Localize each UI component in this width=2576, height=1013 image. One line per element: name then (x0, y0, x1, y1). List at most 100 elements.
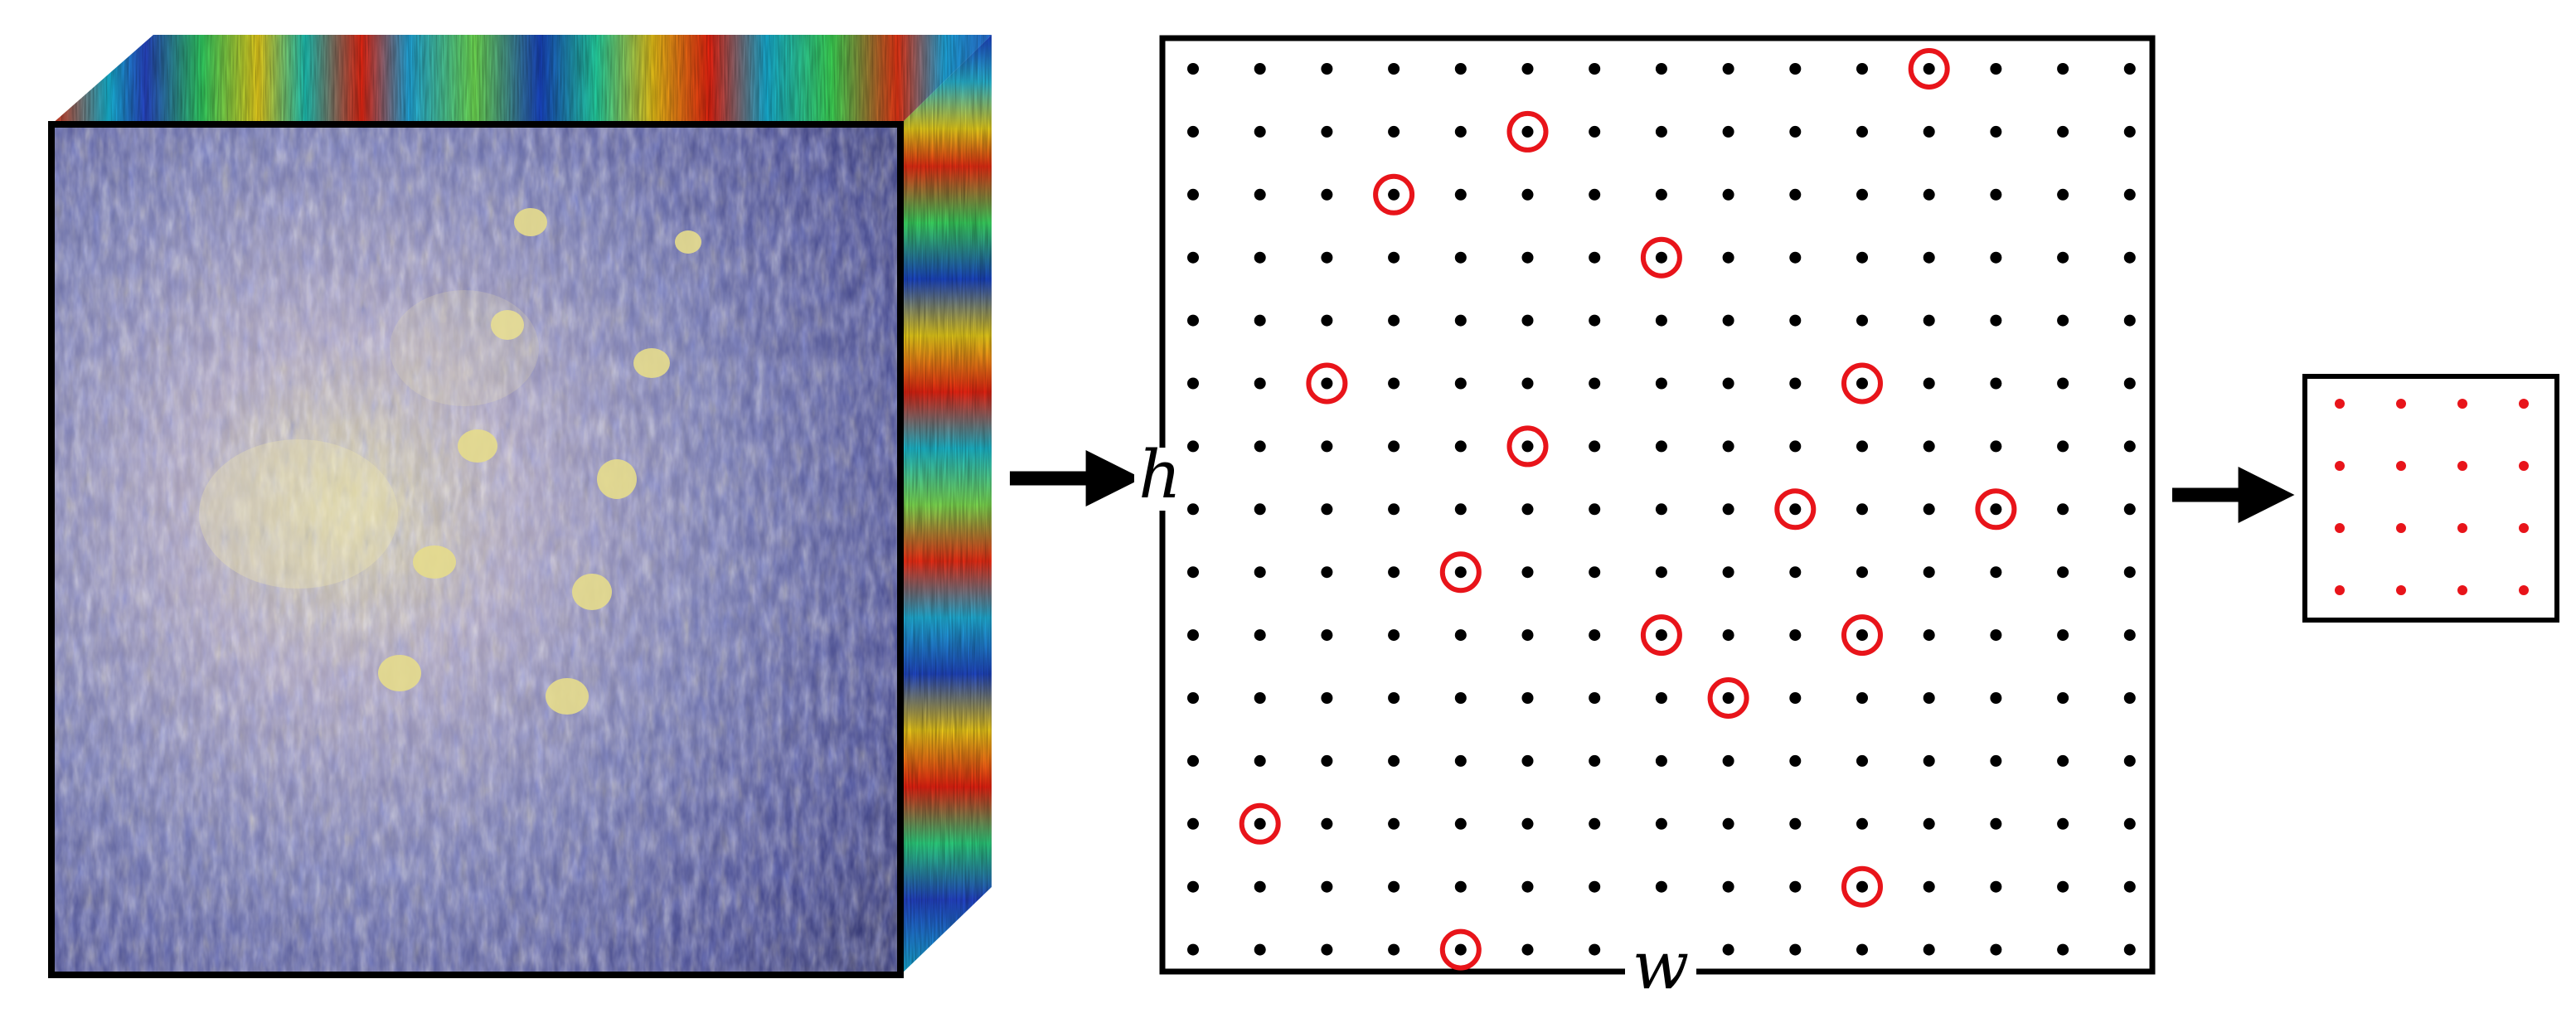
grid-point (2123, 817, 2136, 830)
grid-point (1388, 63, 1400, 75)
selected-point-ring (1841, 614, 1883, 657)
grid-point (1521, 63, 1534, 75)
grid-point (1589, 943, 1601, 956)
grid-point (1923, 63, 1935, 75)
grid-point (1321, 377, 1333, 390)
grid-point (1454, 125, 1467, 138)
grid-point (1388, 880, 1400, 893)
selected-point-ring (1439, 551, 1482, 594)
grid-point (2123, 314, 2136, 327)
grid-point (1321, 880, 1333, 893)
grid-point (1655, 629, 1667, 642)
grid-point (1254, 63, 1266, 75)
selected-point-ring (1774, 488, 1817, 531)
grid-point (1589, 440, 1601, 453)
grid-point (1856, 692, 1868, 704)
grid-point (1990, 188, 2002, 201)
grid-point (1589, 125, 1601, 138)
grid-point (1589, 817, 1601, 830)
grid-point (1856, 251, 1868, 264)
grid-point (1254, 880, 1266, 893)
hyperspectral-image-cube-icon (48, 35, 992, 978)
grid-point (2057, 63, 2069, 75)
grid-point (1923, 566, 1935, 579)
grid-point (1722, 692, 1734, 704)
grid-point (1454, 943, 1467, 956)
grid-point (1856, 880, 1868, 893)
grid-point (1388, 943, 1400, 956)
grid-point (1789, 817, 1802, 830)
selected-point-ring (1506, 110, 1549, 153)
selected-point-ring (1239, 802, 1281, 845)
grid-point (1856, 377, 1868, 390)
grid-point (1923, 754, 1935, 767)
grid-point (1254, 440, 1266, 453)
grid-point (1521, 566, 1534, 579)
grid-point (2057, 314, 2069, 327)
grid-point (1388, 754, 1400, 767)
grid-point (2057, 251, 2069, 264)
grid-point (1187, 377, 1199, 390)
grid-point (1521, 943, 1534, 956)
grid-point (1589, 692, 1601, 704)
grid-point (2057, 440, 2069, 453)
selected-point-ring (1975, 488, 2017, 531)
grid-point (1388, 377, 1400, 390)
grid-point (1923, 377, 1935, 390)
selected-point-ring (1306, 362, 1348, 405)
output-point (2396, 461, 2406, 471)
grid-point (1454, 754, 1467, 767)
grid-point (1187, 692, 1199, 704)
grid-point (1789, 503, 1802, 516)
output-point (2335, 523, 2345, 533)
grid-point (2057, 692, 2069, 704)
grid-point (1187, 880, 1199, 893)
grid-point (2057, 125, 2069, 138)
selected-point-ring (1707, 677, 1749, 719)
grid-point (1187, 251, 1199, 264)
grid-point (1589, 754, 1601, 767)
grid-point (1789, 943, 1802, 956)
grid-point (1856, 817, 1868, 830)
grid-point (1923, 817, 1935, 830)
grid-point (1521, 251, 1534, 264)
grid-point (1722, 314, 1734, 327)
grid-point (1789, 377, 1802, 390)
grid-frame (1159, 35, 2156, 975)
grid-point (1388, 629, 1400, 642)
grid-point (1722, 629, 1734, 642)
grid-point (1990, 503, 2002, 516)
grid-point (2123, 251, 2136, 264)
grid-point (1187, 440, 1199, 453)
output-point (2335, 399, 2345, 409)
grid-point (1655, 63, 1667, 75)
grid-point (1254, 188, 1266, 201)
selected-point-ring (1640, 614, 1682, 657)
output-point (2519, 461, 2529, 471)
grid-point (1655, 377, 1667, 390)
grid-point (1856, 125, 1868, 138)
grid-point (2057, 943, 2069, 956)
grid-point (1856, 754, 1868, 767)
grid-point (1521, 817, 1534, 830)
output-point (2457, 399, 2467, 409)
grid-point (2123, 440, 2136, 453)
grid-point (1589, 503, 1601, 516)
grid-point (1655, 503, 1667, 516)
grid-point (1321, 817, 1333, 830)
grid-point (1589, 314, 1601, 327)
grid-point (1990, 943, 2002, 956)
grid-point (1521, 692, 1534, 704)
grid-point (1321, 314, 1333, 327)
grid-point (1254, 314, 1266, 327)
output-point (2519, 585, 2529, 595)
selected-point-ring (1373, 173, 1415, 216)
grid-point (2057, 503, 2069, 516)
output-point (2396, 585, 2406, 595)
grid-point (1789, 566, 1802, 579)
grid-point (1990, 314, 2002, 327)
grid-point (1187, 629, 1199, 642)
grid-point (1321, 440, 1333, 453)
grid-point (1254, 629, 1266, 642)
grid-point (1789, 692, 1802, 704)
